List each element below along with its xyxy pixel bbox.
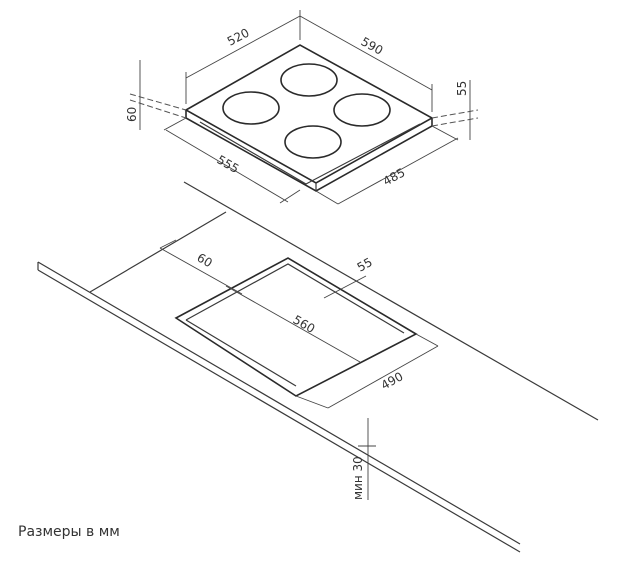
hob-height-label: 60 — [125, 107, 139, 122]
hob-right-height-label: 55 — [455, 81, 469, 96]
hob-side-label: 485 — [381, 165, 408, 188]
countertop-back-edge — [183, 181, 599, 421]
hob-depth-label: 590 — [359, 34, 386, 57]
cutout-width-label: 560 — [291, 312, 318, 336]
burner-back — [280, 63, 338, 97]
hob-body — [199, 121, 421, 185]
countertop-front-edge — [37, 261, 521, 545]
burner-right — [333, 93, 391, 127]
hob-width-label: 520 — [225, 26, 252, 49]
burner-front — [284, 125, 342, 159]
cutout-offset-back-label: 55 — [355, 255, 375, 275]
cutout-depth-label: 490 — [379, 369, 406, 392]
min-thickness-label: мин 30 — [351, 456, 365, 500]
countertop-drawing: 60 55 560 490 мин 30 — [37, 181, 599, 553]
cutout-offset-left-label: 60 — [195, 250, 215, 270]
burner-left — [222, 91, 280, 125]
hob-drawing: 520 590 60 55 555 485 — [125, 10, 479, 205]
caption: Размеры в мм — [18, 524, 120, 540]
